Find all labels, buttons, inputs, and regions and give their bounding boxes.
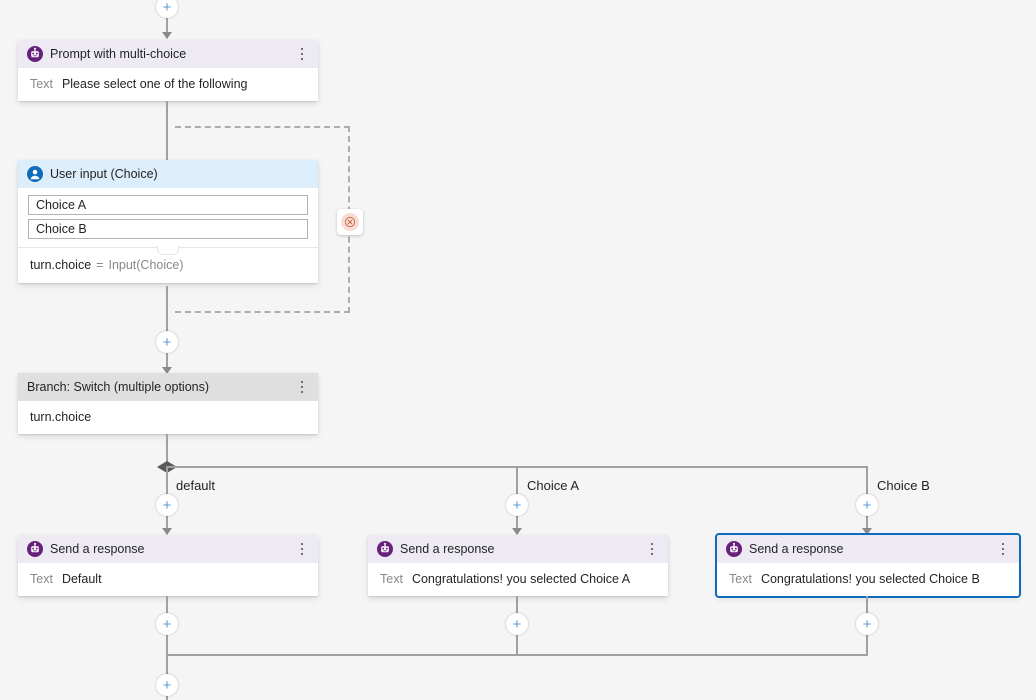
node-header: Branch: Switch (multiple options) [18,373,318,401]
node-body: Text Please select one of the following [18,68,318,101]
connector-userinput-to-branch [166,286,168,373]
connector-top [166,0,168,38]
bot-icon [27,541,43,557]
arrowhead-into-choice-b-response [862,528,872,535]
add-step-button-choice-b[interactable]: + [856,494,878,516]
field-label: Text [729,572,752,586]
field-label: Text [380,572,403,586]
node-body: Text Default [18,563,318,596]
add-step-button-choice-a[interactable]: + [506,494,528,516]
field-label: Text [30,572,53,586]
field-value: Default [61,572,102,586]
node-divider [18,247,318,248]
node-send-response-choice-b[interactable]: Send a response Text Congratulations! yo… [715,533,1021,598]
node-header: Send a response [368,535,668,563]
more-vertical-icon[interactable] [294,379,310,395]
node-send-response-default[interactable]: Send a response Text Default [18,535,318,596]
add-step-button-after-choice-b[interactable]: + [856,613,878,635]
branch-label-choice-b: Choice B [877,478,930,493]
person-icon [27,166,43,182]
branch-label-default: default [176,478,216,493]
add-step-button-bottom[interactable]: + [156,674,178,696]
assign-variable: turn.choice [30,258,92,272]
choice-option-a[interactable]: Choice A [28,195,308,215]
bot-icon [27,46,43,62]
add-step-button-after-choice-a[interactable]: + [506,613,528,635]
node-header: User input (Choice) [18,160,318,188]
bot-icon [726,541,742,557]
node-body: Text Congratulations! you selected Choic… [368,563,668,596]
field-label: Text [30,77,53,91]
node-header: Prompt with multi-choice [18,40,318,68]
choice-list: Choice A Choice B [18,188,318,247]
field-value: Congratulations! you selected Choice B [760,572,980,586]
node-prompt-with-multi-choice[interactable]: Prompt with multi-choice Text Please sel… [18,40,318,101]
branch-condition: turn.choice [30,410,92,424]
node-title: Branch: Switch (multiple options) [27,380,210,394]
assign-operator: = [96,258,104,272]
arrowhead-into-choice-a-response [512,528,522,535]
add-step-button-default[interactable]: + [156,494,178,516]
connector-branch-stem [166,434,168,468]
more-vertical-icon[interactable] [294,46,310,62]
node-title: Send a response [50,542,145,556]
field-value: Congratulations! you selected Choice A [411,572,631,586]
node-body: turn.choice [18,401,318,434]
more-vertical-icon[interactable] [995,541,1011,557]
arrowhead-into-prompt [162,32,172,39]
interrupt-badge[interactable] [337,209,363,235]
node-title: Send a response [749,542,844,556]
add-step-button-top[interactable]: + [156,0,178,18]
node-body: Text Congratulations! you selected Choic… [717,563,1019,596]
more-vertical-icon[interactable] [294,541,310,557]
assign-value: Input(Choice) [108,258,184,272]
node-header: Send a response [717,535,1019,563]
arrowhead-into-branch [162,367,172,374]
node-title: User input (Choice) [50,167,158,181]
merge-bus [166,654,868,656]
add-step-button-after-default[interactable]: + [156,613,178,635]
branch-label-choice-a: Choice A [527,478,580,493]
node-header: Send a response [18,535,318,563]
node-title: Prompt with multi-choice [50,47,187,61]
node-branch-switch[interactable]: Branch: Switch (multiple options) turn.c… [18,373,318,434]
node-user-input-choice[interactable]: User input (Choice) Choice A Choice B tu… [18,160,318,283]
choice-option-b[interactable]: Choice B [28,219,308,239]
more-vertical-icon[interactable] [644,541,660,557]
node-title: Send a response [400,542,495,556]
field-value: Please select one of the following [61,77,248,91]
add-step-button-before-branch[interactable]: + [156,331,178,353]
interrupt-cancel-icon [341,213,359,231]
arrowhead-into-default-response [162,528,172,535]
connector-prompt-to-userinput [166,101,168,160]
node-send-response-choice-a[interactable]: Send a response Text Congratulations! yo… [368,535,668,596]
bot-icon [377,541,393,557]
